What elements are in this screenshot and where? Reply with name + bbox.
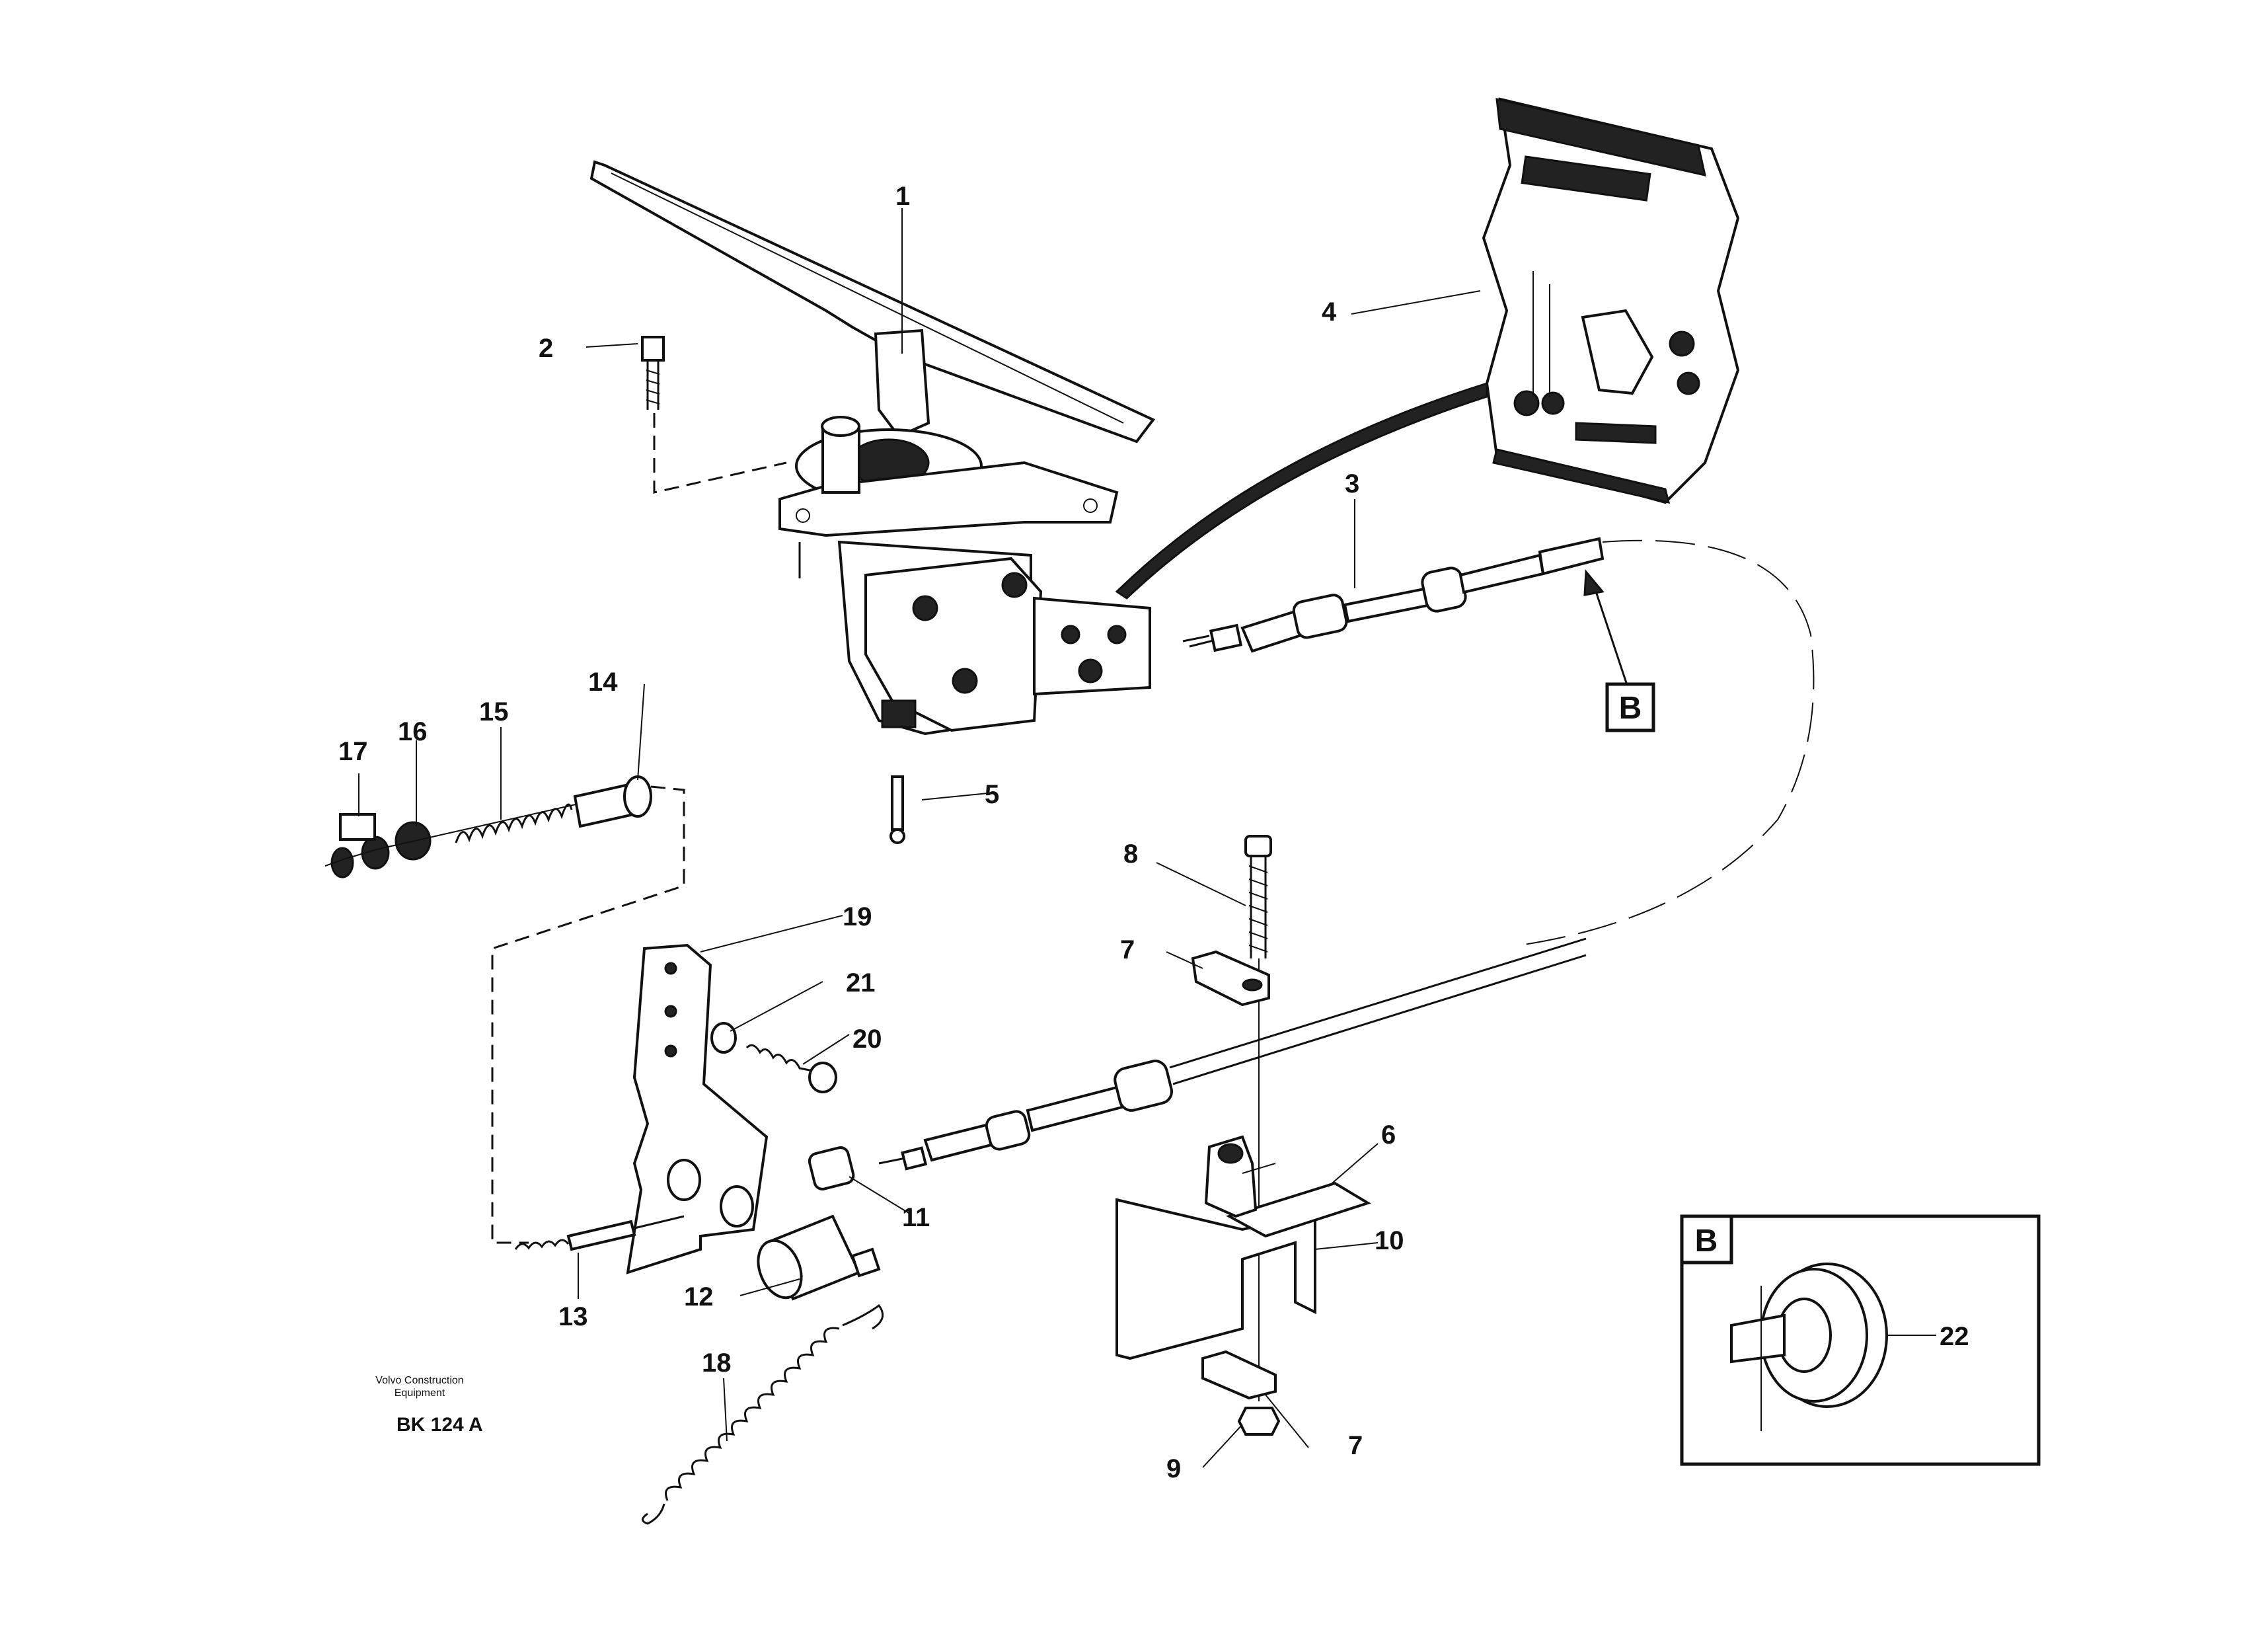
callout-9: 9 [1166,1454,1181,1483]
callout-1: 1 [895,182,910,211]
callout-16: 16 [398,717,428,746]
clamp-bracket-icon [1115,1135,1371,1360]
detail-arrowhead [1583,569,1605,596]
callout-2: 2 [539,334,553,363]
callout-7-lower: 7 [1348,1431,1363,1460]
screw-icon [745,1044,813,1072]
control-unit-icon [1482,97,1740,504]
drawing-reference: BK 124 A [397,1414,483,1436]
callout-5: 5 [985,780,999,809]
pedal-bracket-icon [798,540,1151,736]
leader-lines [358,208,1481,1468]
detail-arrow [1591,581,1634,701]
vertical-bolt-icon [1244,835,1272,1401]
callout-18: 18 [702,1348,732,1378]
plate-lower [1201,1350,1277,1400]
callout-7-upper: 7 [1120,935,1135,964]
sleeve-icon [808,1146,855,1190]
callout-6: 6 [1381,1120,1396,1150]
callout-13: 13 [558,1302,588,1331]
callout-19: 19 [843,902,872,931]
screw-head [808,1062,837,1093]
callout-22: 22 [1940,1322,1969,1351]
dashed-connector [653,413,787,494]
callout-14: 14 [588,668,618,697]
pin-icon [889,775,905,844]
callout-11: 11 [902,1203,930,1232]
washer-icon [710,1022,737,1054]
grommet-icon [1730,1263,1888,1431]
callout-17: 17 [338,737,368,766]
callout-8: 8 [1123,839,1138,869]
callout-4: 4 [1322,297,1337,327]
cylinder-icon [757,1214,881,1301]
manufacturer-line-2: Equipment [395,1387,445,1399]
callout-12: 12 [684,1282,714,1311]
rod-icon [514,1215,685,1251]
tension-spring-icon [642,1304,884,1525]
callout-10: 10 [1375,1226,1404,1255]
harness-cable [1115,381,1488,600]
bracket-icon [626,943,769,1274]
callout-20: 20 [852,1025,882,1054]
callout-3: 3 [1345,469,1359,498]
cable-lower-icon [878,937,1587,1171]
cable-icon [1182,537,1815,946]
nut-icon [1237,1407,1281,1436]
spring-icon [324,775,652,878]
bolt-icon [641,336,665,410]
detail-box: B [1680,1214,2041,1466]
detail-marker-box [1605,682,1655,732]
detail-marker: B [1619,691,1642,726]
callout-15: 15 [479,697,509,726]
manufacturer-line-1: Volvo Construction [375,1375,463,1386]
dashed-connector-2 [491,785,685,1244]
detail-box-label: B [1695,1224,1718,1259]
callout-21: 21 [846,968,876,997]
plate-upper-hole [1242,978,1263,992]
plate-upper [1191,950,1270,1007]
accelerator-pedal-icon [589,160,1156,537]
